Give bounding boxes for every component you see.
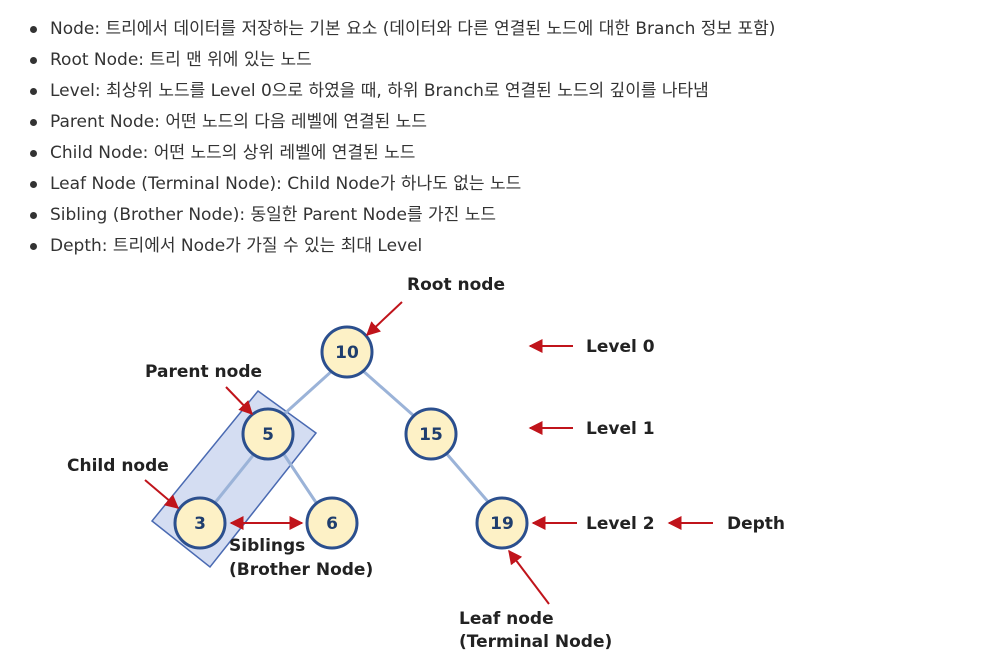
node-value: 3 — [194, 514, 206, 534]
node-value: 10 — [335, 343, 359, 363]
edge-5-3 — [212, 452, 257, 505]
root-node-label: Root node — [407, 275, 505, 295]
definition-item-leaf-node: Leaf Node (Terminal Node): Child Node가 하… — [30, 169, 775, 200]
definition-text: 동일한 Parent Node를 가진 노드 — [250, 205, 496, 225]
child-node-label: Child node — [67, 456, 169, 476]
bullet-icon — [30, 243, 37, 250]
definition-text: 트리에서 데이터를 저장하는 기본 요소 (데이터와 다른 연결된 노드에 대한… — [105, 19, 776, 39]
level-1-label: Level 1 — [586, 419, 655, 439]
leaf-node-label: Leaf node — [459, 609, 554, 629]
definition-list: Node: 트리에서 데이터를 저장하는 기본 요소 (데이터와 다른 연결된 … — [30, 14, 775, 262]
child-node-arrow — [144, 479, 180, 509]
tree-node-5: 5 — [241, 407, 295, 461]
definition-item-depth: Depth: 트리에서 Node가 가질 수 있는 최대 Level — [30, 231, 775, 262]
definition-text: 어떤 노드의 다음 레벨에 연결된 노드 — [165, 112, 427, 132]
node-value: 5 — [262, 425, 274, 445]
level-0-label: Level 0 — [586, 337, 655, 357]
bullet-icon — [30, 88, 37, 95]
bullet-icon — [30, 181, 37, 188]
definition-text: 어떤 노드의 상위 레벨에 연결된 노드 — [153, 143, 416, 163]
definition-item-parent-node: Parent Node: 어떤 노드의 다음 레벨에 연결된 노드 — [30, 107, 775, 138]
parent-node-arrow — [225, 386, 253, 416]
edge-10-15 — [361, 368, 415, 418]
definition-text: Child Node가 하나도 없는 노드 — [287, 174, 522, 194]
definition-item-level: Level: 최상위 노드를 Level 0으로 하였을 때, 하위 Branc… — [30, 76, 775, 107]
definition-item-sibling: Sibling (Brother Node): 동일한 Parent Node를… — [30, 200, 775, 231]
definition-text: 트리 맨 위에 있는 노드 — [149, 50, 312, 70]
definition-term: Sibling (Brother Node) — [50, 205, 240, 225]
definition-text: 트리에서 Node가 가질 수 있는 최대 Level — [112, 236, 423, 256]
bullet-icon — [30, 26, 37, 33]
definition-term: Leaf Node (Terminal Node) — [50, 174, 277, 194]
definition-term: Depth — [50, 236, 102, 256]
bullet-icon — [30, 119, 37, 126]
node-value: 19 — [490, 514, 514, 534]
bullet-icon — [30, 212, 37, 219]
siblings-sublabel: (Brother Node) — [229, 560, 373, 580]
bullet-icon — [30, 57, 37, 64]
definition-term: Parent Node — [50, 112, 155, 132]
edge-10-5 — [280, 368, 335, 418]
edge-15-19 — [444, 452, 492, 505]
definition-term: Level — [50, 81, 95, 101]
definition-item-root-node: Root Node: 트리 맨 위에 있는 노드 — [30, 45, 775, 76]
definition-item-node: Node: 트리에서 데이터를 저장하는 기본 요소 (데이터와 다른 연결된 … — [30, 14, 775, 45]
parent-node-label: Parent node — [145, 362, 262, 382]
tree-node-3: 3 — [173, 496, 227, 550]
depth-label: Depth — [727, 514, 785, 534]
leaf-node-sublabel: (Terminal Node) — [459, 632, 612, 652]
tree-node-15: 15 — [404, 407, 458, 461]
tree-node-6: 6 — [305, 496, 359, 550]
level-2-label: Level 2 — [586, 514, 655, 534]
definition-term: Node — [50, 19, 95, 39]
bullet-icon — [30, 150, 37, 157]
siblings-label: Siblings — [229, 536, 305, 556]
definition-term: Root Node — [50, 50, 139, 70]
leaf-node-arrow — [508, 549, 550, 605]
root-node-arrow — [365, 301, 403, 336]
definition-item-child-node: Child Node: 어떤 노드의 상위 레벨에 연결된 노드 — [30, 138, 775, 169]
definition-term: Child Node — [50, 143, 143, 163]
tree-node-19: 19 — [475, 496, 529, 550]
node-value: 6 — [326, 514, 338, 534]
edge-5-6 — [281, 452, 319, 505]
node-value: 15 — [419, 425, 443, 445]
definition-text: 최상위 노드를 Level 0으로 하였을 때, 하위 Branch로 연결된 … — [106, 81, 709, 101]
tree-node-10: 10 — [320, 325, 374, 379]
